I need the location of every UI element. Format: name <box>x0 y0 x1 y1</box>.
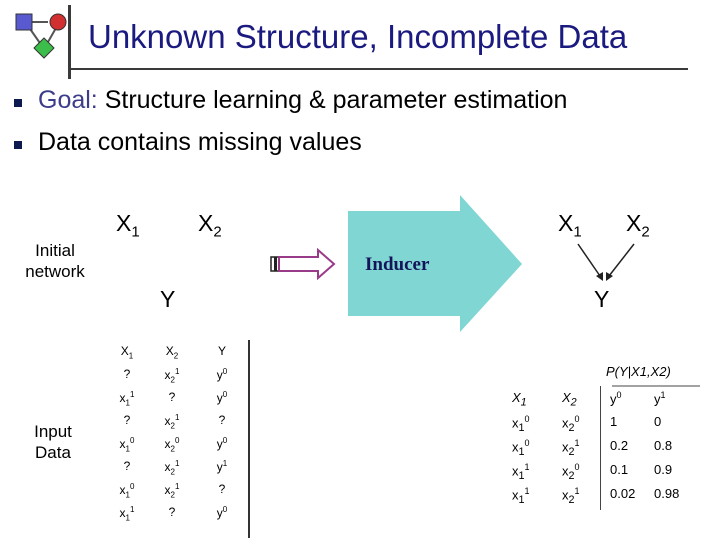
cpt-cell: x21 <box>562 486 580 506</box>
input-table-cell: x21 <box>164 413 180 431</box>
cpt-caption: P(Y|X1,X2) <box>606 364 671 379</box>
cpt-cell: 0.02 <box>610 486 636 501</box>
input-table-cell: ? <box>123 459 131 473</box>
bullet-marker <box>14 99 22 107</box>
slide-title: Unknown Structure, Incomplete Data <box>88 18 628 55</box>
cpt-cell: x20 <box>562 462 580 482</box>
initial-node-y: Y <box>160 286 176 312</box>
input-table-cell: y0 <box>216 505 228 520</box>
input-table-cell: y1 <box>216 459 228 474</box>
input-table-cell: x20 <box>164 436 180 454</box>
learned-node-x2: X2 <box>626 210 650 241</box>
input-table-cell: x10 <box>119 436 135 454</box>
input-table-cell: ? <box>218 482 226 496</box>
hollow-arrow-icon <box>270 247 336 281</box>
title-rule-horizontal <box>68 68 688 70</box>
input-table-cell: x21 <box>164 459 180 477</box>
bullet-1: Goal: Structure learning & parameter est… <box>38 86 567 115</box>
cpt-cell: 0.2 <box>610 438 629 453</box>
input-table-header: X1 <box>120 344 134 361</box>
cpt-header: X1 <box>512 390 527 409</box>
input-table-cell: ? <box>218 413 226 427</box>
cpt-cell: x11 <box>512 462 530 482</box>
cpt-cell: x11 <box>512 486 530 506</box>
initial-node-x1: X1 <box>116 210 140 241</box>
input-table-cell: ? <box>168 390 176 404</box>
title-rule-vertical <box>68 5 71 79</box>
cpt-cell: x20 <box>562 414 580 434</box>
initial-node-x2: X2 <box>198 210 222 241</box>
learned-node-x1: X1 <box>558 210 582 241</box>
bullet-2-text: Data contains missing values <box>38 128 362 156</box>
input-table-cell: x21 <box>164 482 180 500</box>
cpt-cell: 0.9 <box>654 462 673 477</box>
learned-node-y: Y <box>594 286 610 312</box>
bullet-1-text: Structure learning & parameter estimatio… <box>97 86 568 114</box>
cpt-cell: 0.1 <box>610 462 629 477</box>
initial-network-label-line1: Initial <box>35 241 75 260</box>
input-table-header: X2 <box>165 344 179 361</box>
input-table-cell: x21 <box>164 367 180 385</box>
input-table-border <box>248 340 250 538</box>
cpt-table: X1 X2 y0 y1 x10 x20 1 0 x10 x21 0.2 0.8 x11 x20 0.1 0.9… <box>500 386 710 516</box>
input-data-label: Input Data <box>8 421 98 463</box>
cpt-divider <box>600 386 601 510</box>
input-table-cell: y0 <box>216 390 228 405</box>
input-table-cell: ? <box>123 367 131 381</box>
cpt-cell: 0 <box>654 414 662 429</box>
cpt-cell: 0.8 <box>654 438 673 453</box>
cpt-header: X2 <box>562 390 577 409</box>
cpt-header: y1 <box>654 390 666 407</box>
input-table-cell: x11 <box>119 390 135 408</box>
bullet-1-prefix: Goal: <box>38 86 98 114</box>
bullet-2: Data contains missing values <box>38 128 362 157</box>
cpt-cell: x10 <box>512 414 530 434</box>
input-data-label-line2: Data <box>35 443 71 462</box>
inducer-label: Inducer <box>365 254 430 275</box>
initial-network-label-line2: network <box>25 262 85 281</box>
inducer-arrow-icon <box>348 195 522 332</box>
input-table-cell: y0 <box>216 367 228 382</box>
input-table-cell: y0 <box>216 436 228 451</box>
cpt-header: y0 <box>610 390 622 407</box>
input-table-cell: ? <box>123 413 131 427</box>
input-table-cell: x11 <box>119 505 135 523</box>
input-table-cell: x10 <box>119 482 135 500</box>
input-data-label-line1: Input <box>34 422 72 441</box>
input-data-table: X1 X2 Y? x21 y0 x11? y0? x21? x10 x20 y0? x21 y1 x10 x… <box>100 340 250 540</box>
cpt-cell: x10 <box>512 438 530 458</box>
cpt-cell: 1 <box>610 414 618 429</box>
cpt-cell: 0.98 <box>654 486 680 501</box>
initial-network-label: Initial network <box>10 240 100 282</box>
cpt-cell: x21 <box>562 438 580 458</box>
input-table-header: Y <box>217 344 226 358</box>
input-table-cell: ? <box>168 505 176 519</box>
network-logo-icon <box>15 13 67 59</box>
bullet-marker <box>14 141 22 149</box>
